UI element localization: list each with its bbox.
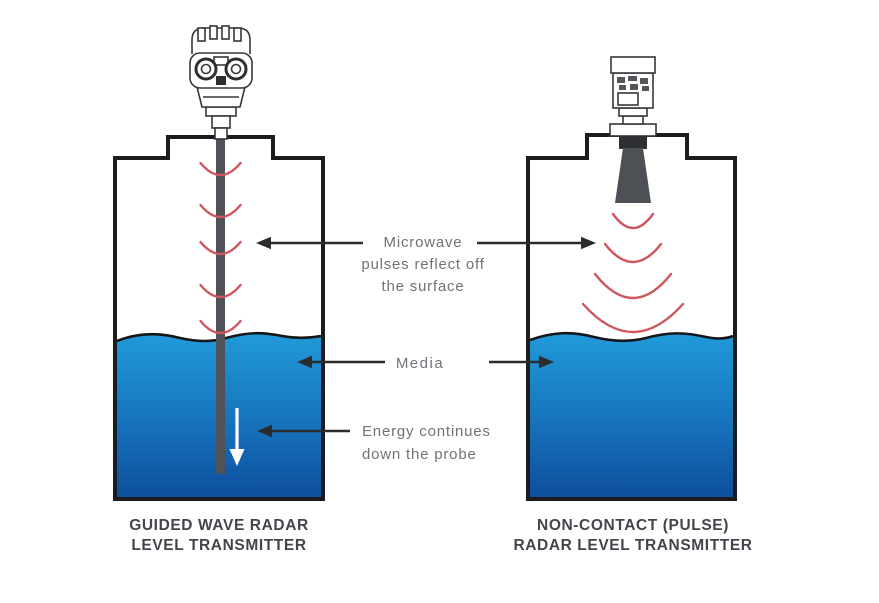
energy-arrow-left-icon: [257, 424, 350, 438]
radar-pulse-arcs-icon: [581, 212, 685, 334]
caption-guided-wave-line2: LEVEL TRANSMITTER: [131, 537, 307, 554]
pulse-arc: [593, 272, 673, 300]
annotation-arrows: [256, 236, 596, 438]
non-contact-tank: [526, 56, 737, 501]
probe-rod: [216, 137, 225, 474]
pulse-arc: [199, 319, 242, 335]
microwave-arrow-left-icon: [256, 236, 363, 250]
pulse-arc: [199, 240, 242, 256]
microwave-label: Microwave pulses reflect off the surface: [328, 232, 518, 298]
media-label: Media: [368, 353, 472, 375]
horn-antenna-icon: [615, 148, 651, 203]
microwave-label-line3: the surface: [381, 278, 465, 295]
media-label-text: Media: [395, 355, 445, 372]
caption-guided-wave: GUIDED WAVE RADAR LEVEL TRANSMITTER: [103, 516, 335, 556]
energy-label: Energy continues down the probe: [362, 420, 540, 466]
caption-non-contact: NON-CONTACT (PULSE) RADAR LEVEL TRANSMIT…: [500, 516, 766, 556]
energy-label-line2: down the probe: [362, 446, 477, 463]
energy-label-line1: Energy continues: [362, 423, 491, 440]
liquid-surface-line: [529, 331, 734, 343]
media-arrow-left-icon: [297, 355, 385, 369]
pulse-arc: [611, 212, 655, 230]
guided-wave-tank: [113, 25, 325, 501]
pulse-arc: [581, 302, 685, 334]
circuit-texture: [617, 76, 649, 91]
pulse-arc: [603, 242, 663, 263]
microwave-label-line2: pulses reflect off: [361, 256, 485, 273]
transmitter-display: [617, 92, 639, 106]
pulse-radar-transmitter-icon: [609, 56, 657, 203]
microwave-label-line1: Microwave: [383, 234, 463, 251]
media-arrow-right-icon: [489, 355, 554, 369]
pulse-arc: [199, 203, 242, 219]
pulse-arc: [199, 283, 242, 299]
microwave-pulse-arcs-icon: [199, 161, 242, 335]
pulse-arc: [199, 161, 242, 177]
caption-non-contact-line1: NON-CONTACT (PULSE): [537, 517, 729, 534]
energy-down-arrow-icon: [229, 408, 245, 466]
caption-guided-wave-line1: GUIDED WAVE RADAR: [129, 517, 309, 534]
guided-wave-transmitter-head-icon: [189, 25, 253, 140]
caption-non-contact-line2: RADAR LEVEL TRANSMITTER: [513, 537, 753, 554]
microwave-arrow-right-icon: [477, 236, 596, 250]
liquid-surface-line: [116, 331, 322, 343]
liquid-media: [530, 333, 733, 497]
